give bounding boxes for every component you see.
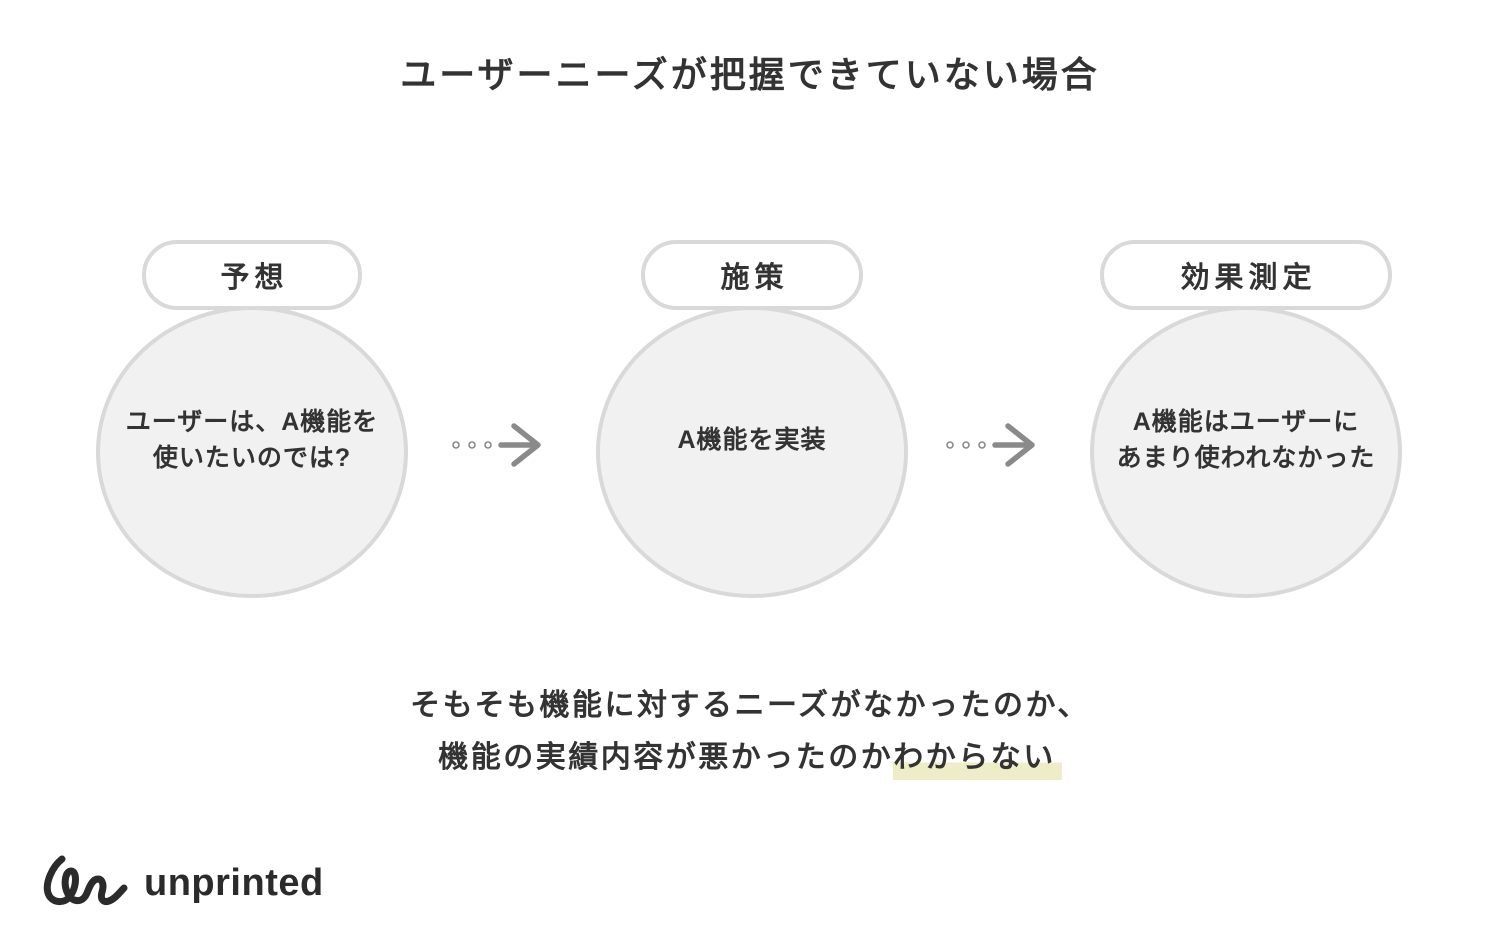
step-body-prediction: ユーザーは、A機能を 使いたいのでは?: [125, 407, 379, 472]
flow-arrow-icon: [452, 423, 541, 467]
diagram-title: ユーザーニーズが把握できていない場合: [400, 54, 1100, 95]
step-label-measure: 施策: [641, 240, 863, 310]
step-body-effect-measurement: A機能はユーザーに あまり使われなかった: [1116, 407, 1376, 472]
summary-line-1: そもそも機能に対するニーズがなかったのか、: [410, 689, 1090, 722]
summary-line-2-normal: 機能の実績内容が悪かったのか: [438, 740, 894, 774]
step-circle-measure: A機能を実装: [596, 306, 908, 598]
summary-text: そもそも機能に対するニーズがなかったのか、 機能の実績内容が悪かったのかわからな…: [0, 680, 1500, 783]
step-circle-effect-measurement: A機能はユーザーに あまり使われなかった: [1090, 306, 1402, 598]
unprinted-logo: unprinted: [40, 850, 324, 916]
unprinted-logo-mark-icon: [43, 855, 128, 905]
step-label-prediction: 予想: [142, 240, 362, 310]
summary-highlighted-text: わからない: [893, 740, 1062, 780]
step-label-effect-measurement: 効果測定: [1100, 240, 1392, 310]
flow-arrow-icon: [946, 423, 1035, 467]
summary-line-2: 機能の実績内容が悪かったのかわからない: [0, 732, 1500, 784]
unprinted-logo-text: unprinted: [144, 861, 324, 904]
step-circle-prediction: ユーザーは、A機能を 使いたいのでは?: [96, 306, 408, 598]
step-body-measure: A機能を実装: [677, 425, 827, 454]
